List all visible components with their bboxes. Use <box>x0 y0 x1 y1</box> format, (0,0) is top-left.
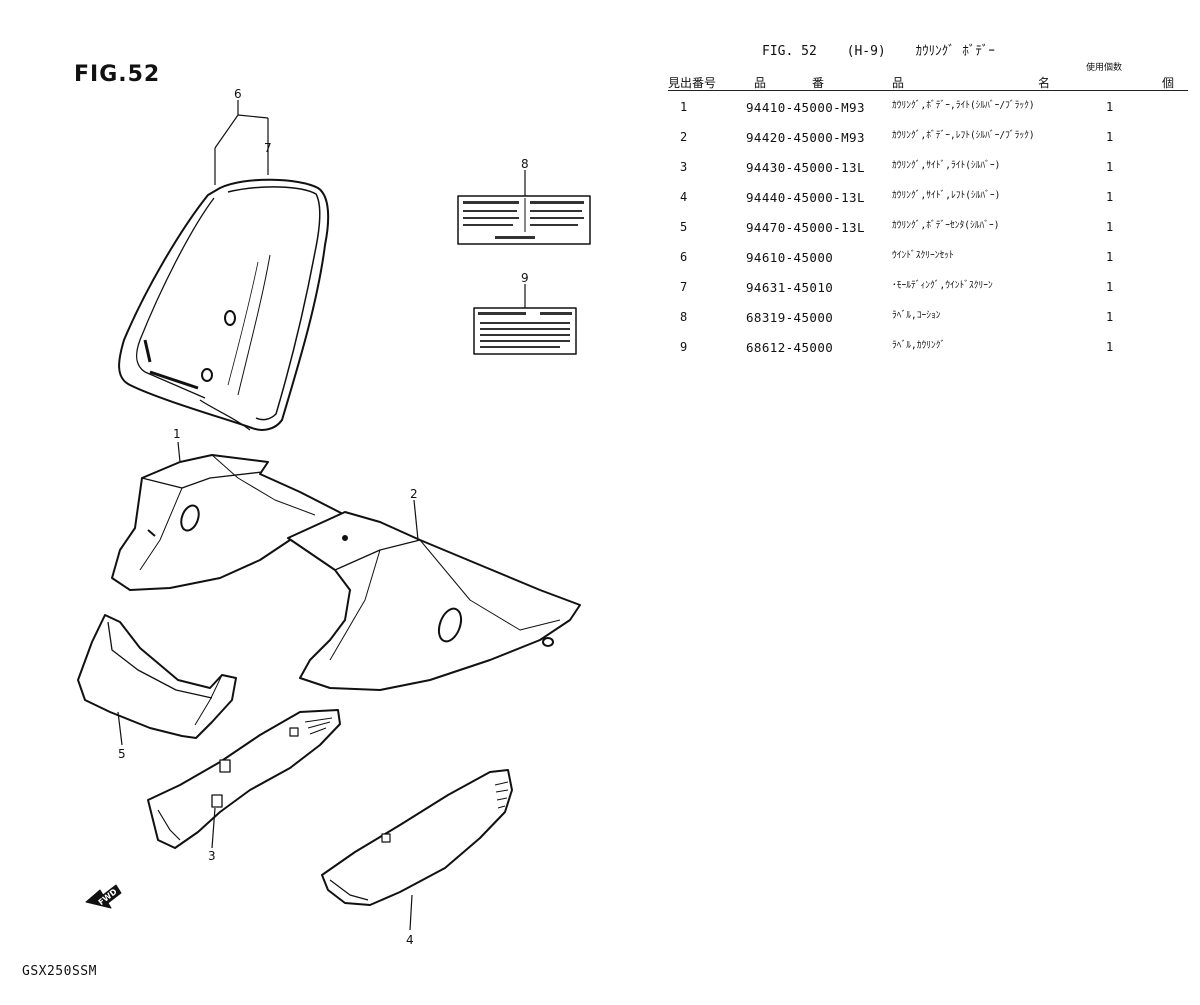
row-part-number: 94631-45010 <box>746 280 834 295</box>
row-qty: 1 <box>1106 280 1114 294</box>
windscreen-part <box>118 178 330 431</box>
table-column-headers: 見出番号 品 番 品 名 個 <box>668 74 1188 90</box>
column-name-a: 品 <box>892 76 905 90</box>
row-part-name: ｶｳﾘﾝｸﾞ,ｻｲﾄﾞ,ﾗｲﾄ(ｼﾙﾊﾞｰ) <box>892 160 1001 171</box>
callout-3: 3 <box>208 849 216 863</box>
table-row: 8 68319-45000 ﾗﾍﾞﾙ,ｺｰｼｮﾝ 1 <box>668 310 1188 340</box>
row-part-number: 94470-45000-13L <box>746 220 865 235</box>
row-ref: 7 <box>680 280 688 294</box>
callout-5: 5 <box>118 747 126 761</box>
callout-9: 9 <box>521 271 529 285</box>
cowling-side-right-part <box>147 709 341 849</box>
table-row: 3 94430-45000-13L ｶｳﾘﾝｸﾞ,ｻｲﾄﾞ,ﾗｲﾄ(ｼﾙﾊﾞｰ)… <box>668 160 1188 190</box>
row-part-number: 94610-45000 <box>746 250 834 265</box>
column-ref-no: 見出番号 <box>668 76 717 90</box>
column-name-b: 名 <box>1038 76 1051 90</box>
table-row: 1 94410-45000-M93 ｶｳﾘﾝｸﾞ,ﾎﾞﾃﾞｰ,ﾗｲﾄ(ｼﾙﾊﾞｰ… <box>668 100 1188 130</box>
row-part-number: 68319-45000 <box>746 310 834 325</box>
row-part-number: 94410-45000-M93 <box>746 100 865 115</box>
parts-table-body: 1 94410-45000-M93 ｶｳﾘﾝｸﾞ,ﾎﾞﾃﾞｰ,ﾗｲﾄ(ｼﾙﾊﾞｰ… <box>668 100 1188 370</box>
row-qty: 1 <box>1106 190 1114 204</box>
table-row: 7 94631-45010 ･ﾓｰﾙﾃﾞｨﾝｸﾞ,ｳｲﾝﾄﾞｽｸﾘｰﾝ 1 <box>668 280 1188 310</box>
row-qty: 1 <box>1106 130 1114 144</box>
column-qty: 個 <box>1162 76 1175 90</box>
table-row: 4 94440-45000-13L ｶｳﾘﾝｸﾞ,ｻｲﾄﾞ,ﾚﾌﾄ(ｼﾙﾊﾞｰ)… <box>668 190 1188 220</box>
model-code: GSX250SSM <box>22 964 97 979</box>
row-part-name: ｶｳﾘﾝｸﾞ,ﾎﾞﾃﾞｰ,ﾚﾌﾄ(ｼﾙﾊﾞｰ/ﾌﾞﾗｯｸ) <box>892 130 1035 141</box>
cowling-body-right-part <box>111 454 346 591</box>
table-figure-heading: FIG. 52 (H-9) ｶｳﾘﾝｸﾞ ﾎﾞﾃﾞｰ <box>762 40 1017 59</box>
row-ref: 2 <box>680 130 688 144</box>
row-part-name: ﾗﾍﾞﾙ,ｶｳﾘﾝｸﾞ <box>892 340 946 351</box>
forward-direction-arrow <box>85 884 122 909</box>
table-row: 9 68612-45000 ﾗﾍﾞﾙ,ｶｳﾘﾝｸﾞ 1 <box>668 340 1188 370</box>
callout-4: 4 <box>406 933 414 947</box>
table-figure-code: (H-9) <box>846 44 886 59</box>
column-part-no-a: 品 <box>754 76 767 90</box>
row-qty: 1 <box>1106 160 1114 174</box>
row-part-number: 94430-45000-13L <box>746 160 865 175</box>
table-row: 2 94420-45000-M93 ｶｳﾘﾝｸﾞ,ﾎﾞﾃﾞｰ,ﾚﾌﾄ(ｼﾙﾊﾞｰ… <box>668 130 1188 160</box>
callout-1: 1 <box>173 427 181 441</box>
row-part-name: ﾗﾍﾞﾙ,ｺｰｼｮﾝ <box>892 310 941 321</box>
cowling-body-left-part <box>287 511 581 691</box>
row-ref: 5 <box>680 220 688 234</box>
figure-title: FIG.52 <box>74 62 161 87</box>
row-part-name: ｳｲﾝﾄﾞｽｸﾘｰﾝｾｯﾄ <box>892 250 954 261</box>
row-part-number: 68612-45000 <box>746 340 834 355</box>
row-qty: 1 <box>1106 220 1114 234</box>
row-ref: 8 <box>680 310 688 324</box>
table-row: 6 94610-45000 ｳｲﾝﾄﾞｽｸﾘｰﾝｾｯﾄ 1 <box>668 250 1188 280</box>
table-row: 5 94470-45000-13L ｶｳﾘﾝｸﾞ,ﾎﾞﾃﾞｰｾﾝﾀ(ｼﾙﾊﾞｰ)… <box>668 220 1188 250</box>
row-ref: 4 <box>680 190 688 204</box>
row-qty: 1 <box>1106 310 1114 324</box>
row-ref: 3 <box>680 160 688 174</box>
row-qty: 1 <box>1106 340 1114 354</box>
row-part-name: ･ﾓｰﾙﾃﾞｨﾝｸﾞ,ｳｲﾝﾄﾞｽｸﾘｰﾝ <box>892 280 993 291</box>
row-part-name: ｶｳﾘﾝｸﾞ,ﾎﾞﾃﾞｰｾﾝﾀ(ｼﾙﾊﾞｰ) <box>892 220 1000 231</box>
cowling-label-part <box>473 307 577 355</box>
callout-2: 2 <box>410 487 418 501</box>
row-ref: 6 <box>680 250 688 264</box>
row-ref: 9 <box>680 340 688 354</box>
column-part-no-b: 番 <box>812 76 825 90</box>
callout-numbers: 6 7 1 2 8 9 5 3 4 <box>118 87 529 947</box>
table-figure-number: FIG. 52 <box>762 44 817 59</box>
row-ref: 1 <box>680 100 688 114</box>
row-qty: 1 <box>1106 100 1114 114</box>
table-header-rule <box>668 90 1188 91</box>
cowling-center-part <box>77 614 237 739</box>
callout-8: 8 <box>521 157 529 171</box>
row-part-name: ｶｳﾘﾝｸﾞ,ｻｲﾄﾞ,ﾚﾌﾄ(ｼﾙﾊﾞｰ) <box>892 190 1001 201</box>
callout-6: 6 <box>234 87 242 101</box>
row-part-name: ｶｳﾘﾝｸﾞ,ﾎﾞﾃﾞｰ,ﾗｲﾄ(ｼﾙﾊﾞｰ/ﾌﾞﾗｯｸ) <box>892 100 1035 111</box>
exploded-parts-diagram: 6 7 1 2 8 9 5 3 4 FWD <box>77 87 591 947</box>
row-part-number: 94420-45000-M93 <box>746 130 865 145</box>
row-part-number: 94440-45000-13L <box>746 190 865 205</box>
row-qty: 1 <box>1106 250 1114 264</box>
caution-label-part <box>457 195 591 245</box>
table-figure-name: ｶｳﾘﾝｸﾞ ﾎﾞﾃﾞｰ <box>915 44 995 59</box>
usage-count-header: 使用個数 <box>1086 63 1123 73</box>
cowling-side-left-part <box>321 769 513 906</box>
callout-7: 7 <box>264 141 272 155</box>
